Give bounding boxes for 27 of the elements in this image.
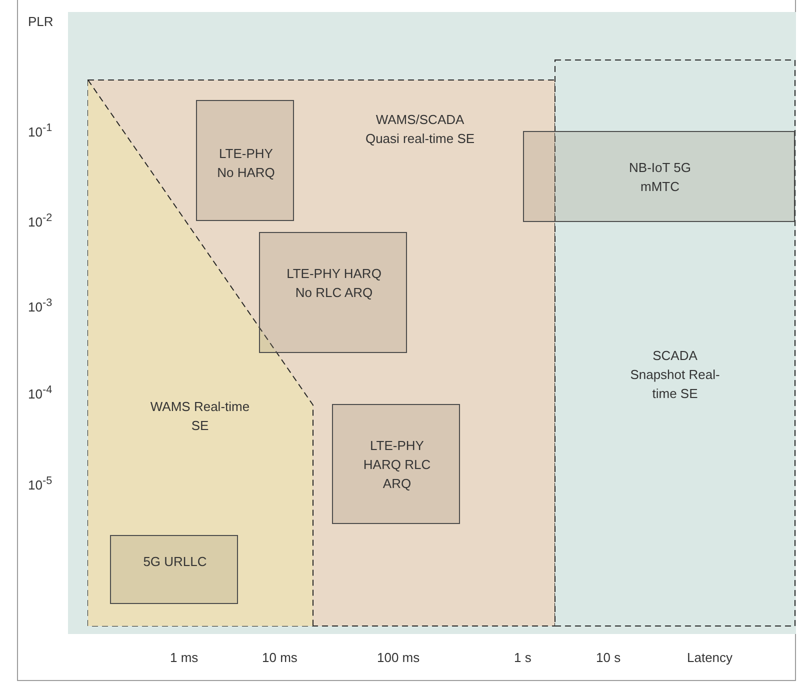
tick-label: 10$^{-5}$ [28,475,52,492]
box-label: LTE-PHY HARQ No RLC ARQ [286,265,382,302]
network-option-box [259,232,407,353]
tick-label: 10 ms [262,650,298,665]
region-label: SCADA Snapshot Real-time SE [630,347,720,403]
tick-label: 10$^{-4}$ [28,384,52,402]
tick-label: 10$^{-3}$ [28,297,52,314]
axis-title: PLR [28,14,54,29]
tick-label: 100 ms [377,650,420,665]
tick-label: 10$^{-1}$ [28,122,52,140]
box-label: 5G URLLC [142,553,208,571]
box-label: NB-IoT 5G mMTC [628,159,692,196]
network-option-box [523,131,795,222]
box-label: LTE-PHY HARQ RLC ARQ [362,437,432,493]
region-label: WAMS Real-time SE [150,398,250,435]
network-option-box [332,404,460,524]
region-area [88,80,555,626]
region-label: WAMS/SCADA Quasi real-time SE [364,111,476,148]
tick-label: 10 s [596,650,621,665]
network-option-box [196,100,294,221]
network-option-box [110,535,238,604]
tick-label: 1 ms [170,650,198,665]
region-area [555,60,795,626]
tick-label: 10$^{-2}$ [28,212,52,230]
box-label: LTE-PHY No HARQ [216,145,276,182]
tick-label: 1 s [514,650,532,665]
axis-title: Latency [687,650,733,665]
